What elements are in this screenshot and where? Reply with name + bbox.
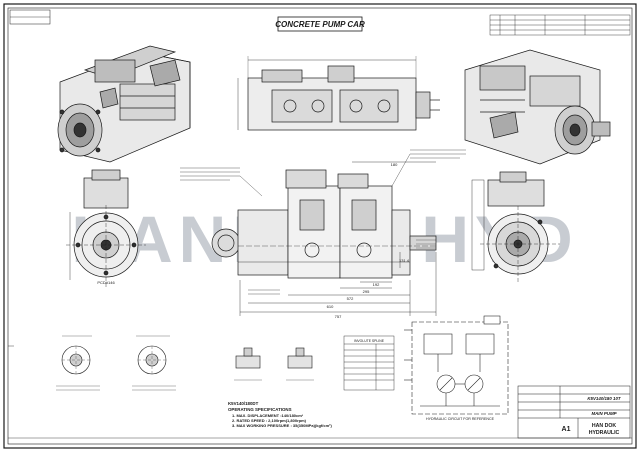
company-name-line2: HYDRAULIC (589, 430, 620, 436)
spec-heading: OPERATING SPECIFICATIONS (228, 407, 292, 412)
port-detail-1 (234, 347, 262, 381)
title-block-sheet: A1 (562, 426, 571, 433)
spline-table-title: INVOLUTE SPLINE (354, 339, 385, 343)
spec-item-2: 2. RATED SPEED : 2,100rpm(1,800rpm) (232, 418, 307, 423)
front-main-view (211, 169, 437, 279)
title-box (277, 16, 363, 32)
drawing-title: CONCRETE PUMP CAR (275, 20, 365, 29)
side-view-right (471, 171, 560, 284)
flange-pcd-label: PCD#146 (97, 280, 115, 285)
dimension-180: 180 (391, 162, 398, 167)
spec-item-1: 1. MAX. DISPLACEMENT :140/180cm³ (232, 413, 304, 418)
title-block-part-name: MAIN PUMP (591, 411, 616, 416)
dimension-overall: 757 (335, 314, 342, 319)
dimension-572: 572 (347, 296, 354, 301)
section-detail-1 (56, 335, 100, 391)
outer-border (3, 3, 637, 449)
isometric-view-left (57, 45, 191, 163)
spline-table (343, 335, 395, 391)
spec-notes: K5V140/180DT OPERATING SPECIFICATIONS 1.… (228, 401, 332, 428)
dimension-610: 610 (327, 304, 334, 309)
dimension-192: 192 (373, 282, 380, 287)
dimension-295: 295 (363, 289, 370, 294)
circuit-caption: HYDRAULIC CIRCUIT FOR REFERENCE (426, 417, 495, 421)
dimension-131: 131.4 (399, 258, 410, 263)
spec-item-3: 3. MAX WORKING PRESSURE : 35(350MPa)(kgf… (232, 423, 332, 428)
title-block-model: K5V140/180 10T (587, 396, 621, 401)
dimension-lines (239, 161, 437, 316)
model-code: K5V140/180DT (228, 401, 259, 406)
revision-table (489, 14, 631, 36)
port-detail-2 (286, 347, 314, 381)
isometric-view-right (464, 49, 611, 165)
side-view-left (66, 169, 146, 288)
section-detail-2 (132, 335, 176, 391)
hydraulic-circuit (404, 315, 509, 415)
callout-notes (180, 149, 466, 295)
company-name-line1: HAN DOK (592, 423, 616, 429)
inner-border (7, 7, 633, 445)
top-view (237, 56, 440, 131)
